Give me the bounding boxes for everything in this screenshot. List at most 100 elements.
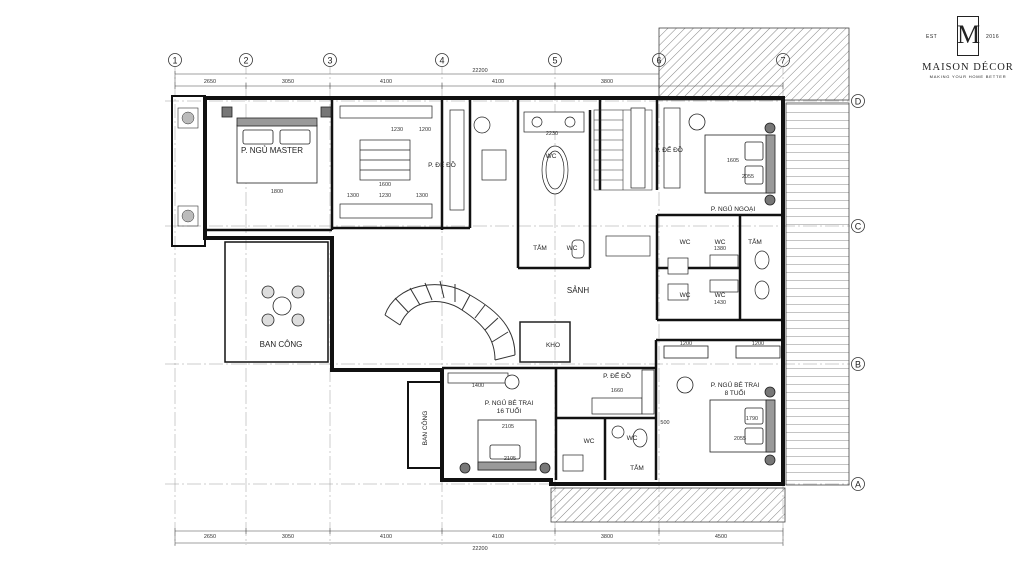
master-bed xyxy=(221,106,332,184)
label-wc-1: WC xyxy=(546,153,557,160)
roof-hatch-top xyxy=(658,27,850,101)
logo-frame xyxy=(957,16,979,56)
dim-boy16-w: 2105 xyxy=(502,424,514,430)
svg-text:5: 5 xyxy=(552,56,557,66)
bath-bottom-fixtures xyxy=(562,425,648,472)
dim-closet3-b: 1660 xyxy=(611,388,623,394)
label-boy8-1: P. NGỦ BÉ TRAI xyxy=(711,380,760,389)
bathroom-1-fixtures xyxy=(473,111,585,259)
dim-boy8-c: 1790 xyxy=(746,416,758,422)
label-boy8-2: 8 TUỔI xyxy=(725,388,746,397)
logo-year: 2016 xyxy=(986,34,1000,40)
logo-monogram: M xyxy=(957,20,981,49)
dim-guest-bed2: 2055 xyxy=(742,174,754,180)
label-guest: P. NGỦ NGOẠI xyxy=(711,204,756,213)
axis-col-2: 2 xyxy=(239,53,253,67)
dining-set xyxy=(261,285,305,327)
plant-2 xyxy=(181,209,195,223)
dim-closet1-c: 1600 xyxy=(379,182,391,188)
plant-pot-1 xyxy=(177,107,199,129)
dim-bottom-2: 3050 xyxy=(282,534,294,540)
deck-right xyxy=(785,102,850,486)
dim-top-3: 4100 xyxy=(380,79,392,85)
label-tam-c: TẮM xyxy=(748,237,762,246)
label-storage: KHO xyxy=(546,342,560,349)
wardrobe-closet-2 xyxy=(630,107,681,189)
dim-wc1-w: 2230 xyxy=(546,131,558,137)
dim-boy8-b: 1200 xyxy=(752,341,764,347)
straight-stair xyxy=(593,109,653,191)
svg-text:B: B xyxy=(855,360,861,370)
plant-pot-2 xyxy=(177,205,199,227)
guest-bed xyxy=(688,113,776,206)
balcony-2-area xyxy=(407,381,443,469)
bottom-dimension-line xyxy=(174,528,784,546)
logo-monogram-block: EST M 2016 xyxy=(920,14,1016,60)
dim-top-total: 22200 xyxy=(472,68,487,74)
balcony-1-area xyxy=(224,241,329,363)
label-boy16-2: 16 TUỔI xyxy=(497,406,522,415)
boy16-bed xyxy=(459,374,551,474)
interior-walls xyxy=(205,98,783,480)
dim-boy8-a: 1200 xyxy=(680,341,692,347)
storage-room xyxy=(519,321,571,363)
row-axis-markers: D C B A xyxy=(851,94,865,491)
dim-x500: 500 xyxy=(660,420,669,426)
svg-text:1: 1 xyxy=(172,56,177,66)
boy8-bed xyxy=(663,345,781,466)
label-wc-c4: WC xyxy=(715,292,726,299)
label-wc-c1: WC xyxy=(680,239,691,246)
label-closet-2: P. ĐỂ ĐỒ xyxy=(655,144,683,154)
roof-hatch-bottom xyxy=(550,487,786,523)
dim-closet1-a: 1230 xyxy=(391,127,403,133)
label-hall: SẢNH xyxy=(567,286,589,295)
planter-left xyxy=(171,95,206,247)
dim-top-1: 2650 xyxy=(204,79,216,85)
dim-boy8-d: 2055 xyxy=(734,436,746,442)
axis-col-4: 4 xyxy=(435,53,449,67)
dim-bottom-4: 4100 xyxy=(492,534,504,540)
svg-text:3: 3 xyxy=(327,56,332,66)
svg-text:C: C xyxy=(855,222,862,232)
dim-bottom-6: 4500 xyxy=(715,534,727,540)
label-tam-b: TẮM xyxy=(630,463,644,472)
axis-col-5: 5 xyxy=(548,53,562,67)
logo-est: EST xyxy=(926,34,938,40)
dim-top-2: 3050 xyxy=(282,79,294,85)
dim-top-5: 3800 xyxy=(601,79,613,85)
brand-name: MAISON DÉCOR xyxy=(922,62,1014,73)
dim-bottom-5: 3800 xyxy=(601,534,613,540)
label-balcony-2: BAN CÔNG xyxy=(420,411,429,446)
dim-bottom-1: 2650 xyxy=(204,534,216,540)
brand-tagline: MAKING YOUR HOME BETTER xyxy=(929,74,1007,79)
center-bath-fixtures xyxy=(667,250,770,301)
label-master: P. NGỦ MASTER xyxy=(241,146,303,155)
curved-stair xyxy=(384,280,516,361)
label-balcony-1: BAN CÔNG xyxy=(260,340,303,349)
label-boy16-1: P. NGỦ BÉ TRAI xyxy=(485,398,534,407)
dim-closet1-e: 1230 xyxy=(379,193,391,199)
dim-bottom-total: 22200 xyxy=(472,546,487,552)
dim-closet3-a: 1400 xyxy=(472,383,484,389)
dim-wc-c-w: 1380 xyxy=(714,246,726,252)
svg-text:D: D xyxy=(855,97,862,107)
dim-guest-bed: 1605 xyxy=(727,158,739,164)
axis-row-d: D xyxy=(851,94,865,108)
dim-closet1-f: 1300 xyxy=(416,193,428,199)
brand-logo: EST M 2016 MAISON DÉCOR MAKING YOUR HOME… xyxy=(920,14,1016,79)
axis-col-1: 1 xyxy=(168,53,182,67)
wardrobe-closet-1 xyxy=(339,105,465,219)
label-wc-c2: WC xyxy=(715,239,726,246)
axis-row-b: B xyxy=(851,357,865,371)
axis-col-3: 3 xyxy=(323,53,337,67)
dim-wc-c-w2: 1430 xyxy=(714,300,726,306)
dim-closet1-b: 1200 xyxy=(419,127,431,133)
label-wc-b2: WC xyxy=(627,435,638,442)
axis-row-c: C xyxy=(851,219,865,233)
axis-row-a: A xyxy=(851,477,865,491)
label-wc-b: WC xyxy=(584,438,595,445)
dim-closet1-d: 1300 xyxy=(347,193,359,199)
dim-bottom-3: 4100 xyxy=(380,534,392,540)
svg-text:4: 4 xyxy=(439,56,444,66)
